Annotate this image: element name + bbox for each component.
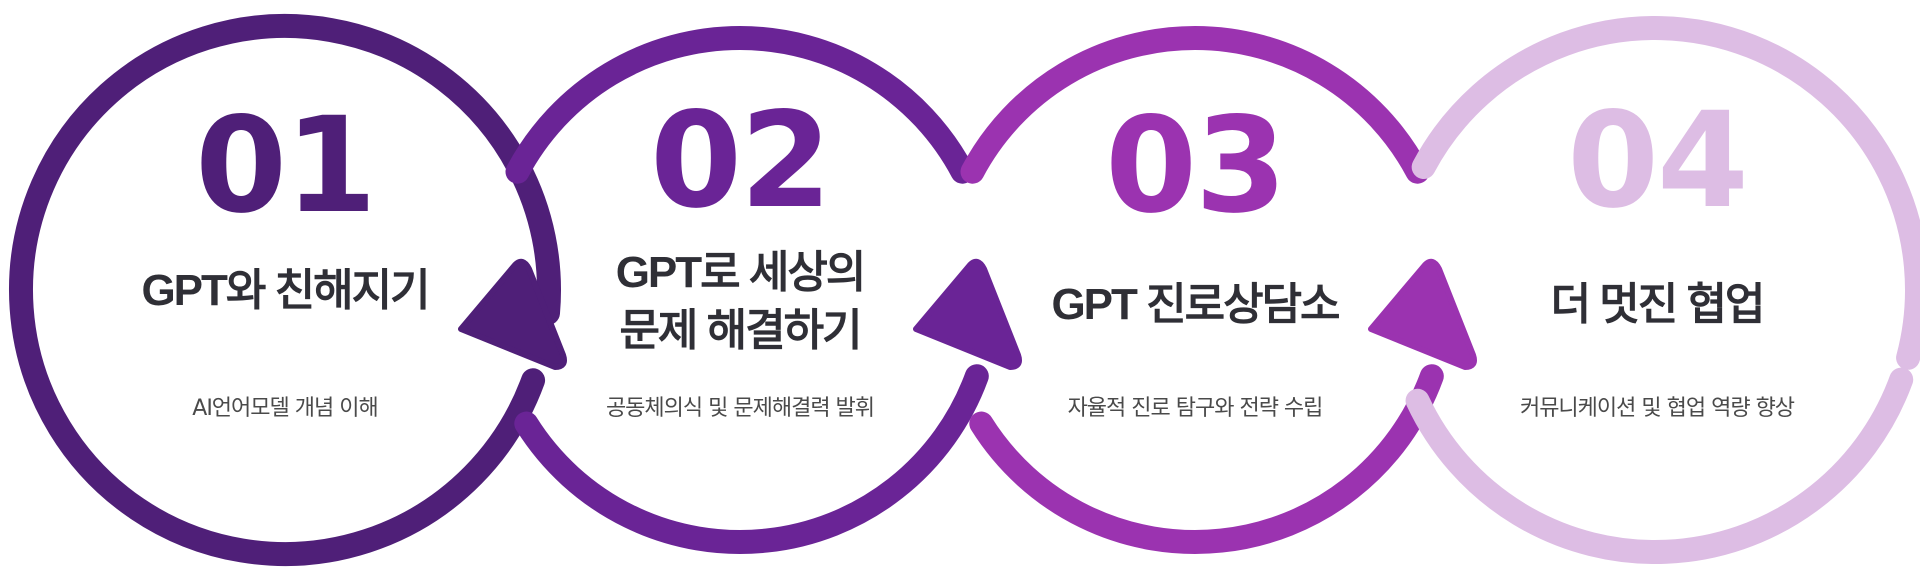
step-title: GPT와 친해지기 bbox=[65, 262, 505, 320]
step-title: GPT 진로상담소 bbox=[975, 276, 1415, 334]
ring-arc-top bbox=[960, 26, 1430, 184]
arrow-head-icon bbox=[458, 258, 567, 370]
step-number: 02 bbox=[650, 84, 832, 238]
step-number: 04 bbox=[1567, 84, 1749, 238]
step-title-line: GPT로 세상의 bbox=[615, 248, 867, 297]
step-number: 03 bbox=[1105, 89, 1287, 243]
ring-arc-bottom bbox=[1405, 367, 1914, 564]
arrow-head-icon bbox=[1368, 258, 1477, 370]
step-number: 01 bbox=[195, 89, 377, 243]
step-title-line: GPT 진로상담소 bbox=[1051, 280, 1340, 329]
ring-arc-top bbox=[505, 26, 975, 184]
step-subtitle: 자율적 진로 탐구와 전략 수립 bbox=[1067, 396, 1324, 421]
step-title-line: GPT와 친해지기 bbox=[141, 266, 430, 315]
ring-arc-top-right bbox=[506, 154, 561, 326]
step-subtitle: 공동체의식 및 문제해결력 발휘 bbox=[605, 396, 875, 421]
ring-arc-bottom bbox=[514, 364, 989, 554]
step-title-line: 문제 해결하기 bbox=[619, 306, 862, 355]
step-title: GPT로 세상의 문제 해결하기 bbox=[520, 244, 960, 360]
ring-arc-main bbox=[9, 14, 546, 566]
ring-arc-top bbox=[1411, 16, 1920, 370]
step-subtitle: AI언어모델 개념 이해 bbox=[192, 396, 378, 421]
arrow-head-icon bbox=[913, 258, 1022, 370]
step-title: 더 멋진 협업 bbox=[1437, 276, 1877, 334]
step-subtitle: 커뮤니케이션 및 협업 역량 향상 bbox=[1519, 396, 1795, 421]
ring-arc-bottom bbox=[969, 364, 1444, 554]
step-title-line: 더 멋진 협업 bbox=[1550, 280, 1766, 329]
